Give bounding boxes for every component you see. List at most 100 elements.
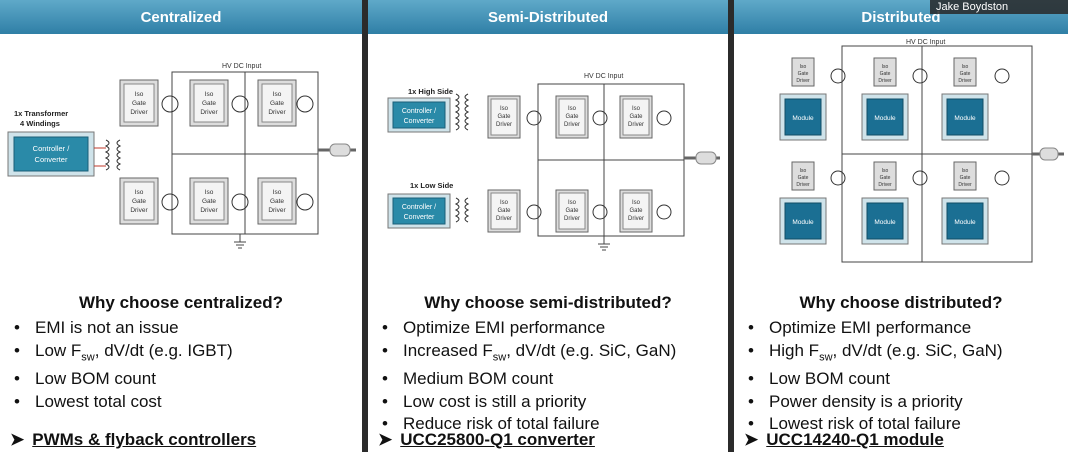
panel-centralized: Centralized HV DC Input 1x Transformer 4… [0,0,362,452]
module-block [866,202,904,240]
svg-text:Gate: Gate [270,100,284,107]
panel-distributed: Distributed HV DC Input Iso Gate Driver … [734,0,1068,452]
motor-shaft [329,143,351,157]
module-block [866,98,904,136]
svg-text:Gate: Gate [880,175,891,181]
svg-text:Module: Module [874,219,896,226]
svg-text:Gate: Gate [960,175,971,181]
centralized-diagram: HV DC Input 1x Transformer 4 Windings Co… [7,63,356,249]
motor-shaft [695,151,717,165]
presenter-name-tag: Jake Boydston [930,0,1068,14]
product-link-row: ➤UCC14240-Q1 module [744,430,944,450]
list-item: Medium BOM count [378,368,676,391]
svg-text:Module: Module [792,219,814,226]
svg-text:Module: Module [792,115,814,122]
svg-text:Module: Module [954,115,976,122]
semi-distributed-diagram: HV DC Input 1x High Side Controller / Co… [387,73,720,251]
controller-converter-block-high [392,101,446,129]
svg-text:Gate: Gate [132,100,146,107]
svg-text:Iso: Iso [205,189,214,196]
svg-text:Iso: Iso [568,200,577,206]
svg-text:Converter: Converter [404,214,435,221]
svg-text:Iso: Iso [568,106,577,112]
list-item: Optimize EMI performance [744,317,1003,340]
svg-text:Driver: Driver [796,182,810,188]
arrow-icon: ➤ [10,430,25,449]
svg-text:Gate: Gate [798,175,809,181]
svg-text:Iso: Iso [632,200,641,206]
svg-text:Driver: Driver [958,182,972,188]
bullet-list: EMI is not an issue Low Fsw, dV/dt (e.g.… [10,317,233,413]
product-link[interactable]: UCC14240-Q1 module [766,430,944,449]
svg-text:Controller /: Controller / [402,204,436,211]
heading-why-distributed: Why choose distributed? [799,293,1003,312]
svg-text:Driver: Driver [564,216,580,222]
heading-why-centralized: Why choose centralized? [78,293,284,312]
list-item: EMI is not an issue [10,317,233,340]
iso-gate-driver-row-bottom: Iso Gate Driver Iso Gate Driver Iso Gate… [119,177,314,225]
svg-text:Gate: Gate [629,208,643,214]
transformer-coil [104,139,110,171]
svg-text:Driver: Driver [496,122,512,128]
list-item: Low cost is still a priority [378,391,676,414]
high-side-label: 1x High Side [408,87,453,96]
iso-gate-driver-row-bottom: Iso Gate Driver Iso Gate Driver Iso Gate… [791,161,1010,191]
bullet-list: Optimize EMI performance Increased Fsw, … [378,317,676,436]
svg-text:Gate: Gate [798,71,809,77]
svg-text:HV DC Input: HV DC Input [584,73,623,80]
svg-text:Iso: Iso [962,168,969,174]
list-item: Power density is a priority [744,391,1003,414]
panel-semi-distributed: Semi-Distributed HV DC Input 1x High Sid… [368,0,728,452]
svg-text:Gate: Gate [497,114,511,120]
iso-gate-driver-row-top: Iso Gate Driver Iso Gate Driver Iso Gate… [791,57,1010,87]
module-block [784,202,822,240]
product-link-row: ➤ UCC25800-Q1 converter [378,430,595,450]
svg-text:HV DC Input: HV DC Input [906,39,945,46]
controller-converter-block [13,136,89,172]
list-item: Lowest total cost [10,391,233,414]
svg-text:Iso: Iso [962,64,969,70]
product-link[interactable]: PWMs & flyback controllers [32,430,257,449]
svg-text:Driver: Driver [130,109,148,116]
svg-text:Iso: Iso [632,106,641,112]
svg-text:Driver: Driver [130,207,148,214]
list-item: Reduce risk of total failure [378,413,676,436]
svg-text:Converter: Converter [35,155,68,164]
svg-text:Iso: Iso [135,91,144,98]
arrow-icon: ➤ [378,430,393,449]
panel-title: Centralized [0,0,362,34]
product-link[interactable]: UCC25800-Q1 converter [400,430,595,449]
module-row-top: Module Module Module [779,93,989,141]
module-block [784,98,822,136]
list-item: Increased Fsw, dV/dt (e.g. SiC, GaN) [378,340,676,369]
svg-text:Module: Module [954,219,976,226]
list-item: Lowest risk of total failure [744,413,1003,436]
svg-text:Gate: Gate [880,71,891,77]
svg-text:Gate: Gate [629,114,643,120]
svg-text:Iso: Iso [800,168,807,174]
svg-text:Iso: Iso [135,189,144,196]
svg-text:Driver: Driver [200,109,218,116]
windings-label: 4 Windings [20,119,60,128]
svg-text:Iso: Iso [500,200,509,206]
module-block [946,98,984,136]
low-side-label: 1x Low Side [410,181,453,190]
svg-text:Iso: Iso [205,91,214,98]
heading-why-semi-distributed: Why choose semi-distributed? [424,293,672,312]
svg-text:Gate: Gate [960,71,971,77]
svg-text:Driver: Driver [564,122,580,128]
svg-text:Driver: Driver [958,78,972,84]
hv-dc-input-label: HV DC Input [222,63,261,70]
module-block [946,202,984,240]
svg-text:Driver: Driver [268,207,286,214]
svg-text:Gate: Gate [202,100,216,107]
svg-text:Converter: Converter [404,118,435,125]
svg-text:Controller /: Controller / [402,108,436,115]
svg-text:Module: Module [874,115,896,122]
bullet-list: Optimize EMI performance High Fsw, dV/dt… [744,317,1003,436]
list-item: Low BOM count [10,368,233,391]
svg-text:Iso: Iso [800,64,807,70]
iso-gate-driver-row-bottom: Iso Gate Driver Iso Gate Driver Iso Gate… [487,189,672,233]
svg-text:Iso: Iso [500,106,509,112]
svg-text:Driver: Driver [200,207,218,214]
